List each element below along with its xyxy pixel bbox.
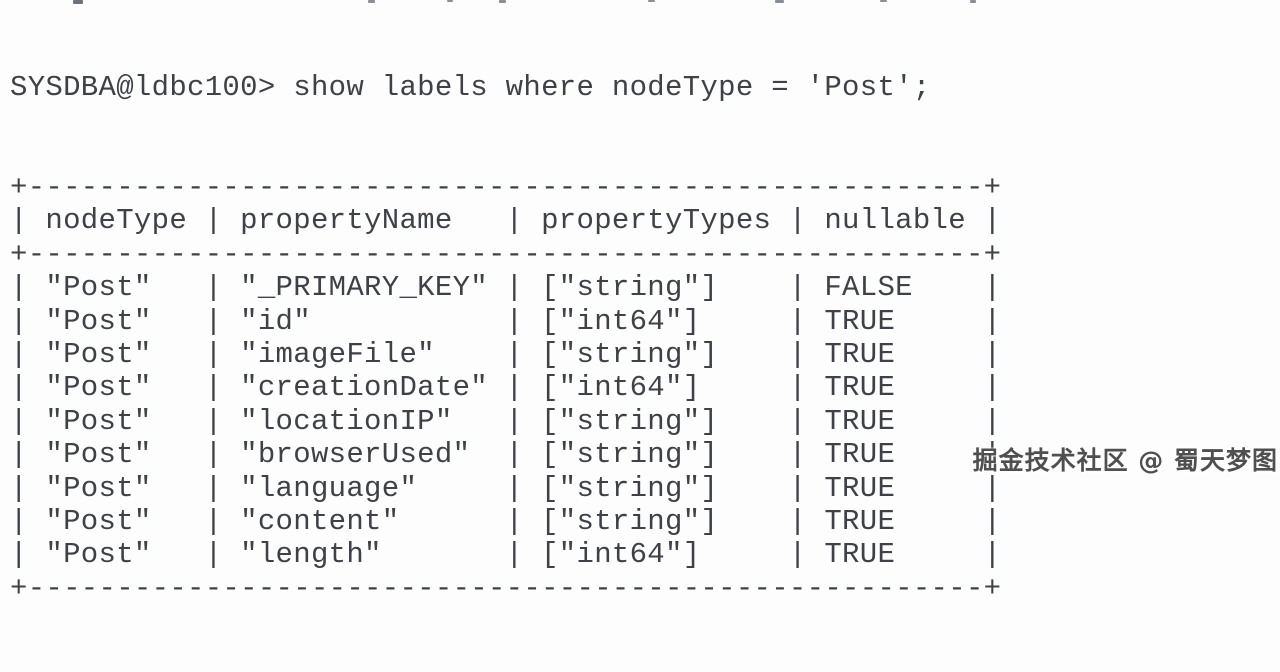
shell-command: show labels where nodeType = 'Post'; xyxy=(293,70,931,104)
table-row: | "Post" | "length" | ["int64"] | TRUE | xyxy=(10,538,1002,572)
watermark: 掘金技术社区 @ 蜀天梦图 xyxy=(972,446,1278,475)
shell-prompt: SYSDBA@ldbc100> xyxy=(10,70,276,104)
clipped-text-fragment xyxy=(368,0,375,3)
terminal-screen: SYSDBA@ldbc100> show labels where nodeTy… xyxy=(0,0,1280,605)
clipped-text-fragment xyxy=(499,0,506,3)
clipped-text-fragment xyxy=(73,0,83,4)
table-row: | "Post" | "id" | ["int64"] | TRUE | xyxy=(10,304,1002,338)
table-row: | "Post" | "creationDate" | ["int64"] | … xyxy=(10,371,1002,405)
table-row: | "Post" | "_PRIMARY_KEY" | ["string"] |… xyxy=(10,271,1002,305)
clipped-text-fragment xyxy=(970,0,976,3)
terminal-output: SYSDBA@ldbc100> show labels where nodeTy… xyxy=(10,4,1001,672)
prompt-line: SYSDBA@ldbc100> show labels where nodeTy… xyxy=(10,71,1001,104)
table-row: | "Post" | "imageFile" | ["string"] | TR… xyxy=(10,337,1002,371)
clipped-text-fragment xyxy=(775,0,784,3)
clipped-previous-line xyxy=(0,0,1280,4)
table-border-line: +---------------------------------------… xyxy=(10,571,1002,605)
clipped-text-fragment xyxy=(648,0,655,2)
table-row: | "Post" | "content" | ["string"] | TRUE… xyxy=(10,504,1002,538)
result-table: +---------------------------------------… xyxy=(10,171,1001,605)
clipped-text-fragment xyxy=(447,0,453,2)
table-header-row: | nodeType | propertyName | propertyType… xyxy=(10,204,1002,238)
table-border-line: +---------------------------------------… xyxy=(10,171,1002,205)
table-row: | "Post" | "locationIP" | ["string"] | T… xyxy=(10,404,1002,438)
clipped-text-fragment xyxy=(880,0,887,2)
table-row: | "Post" | "language" | ["string"] | TRU… xyxy=(10,471,1002,505)
table-border-line: +---------------------------------------… xyxy=(10,237,1002,271)
table-row: | "Post" | "browserUsed" | ["string"] | … xyxy=(10,438,1002,472)
